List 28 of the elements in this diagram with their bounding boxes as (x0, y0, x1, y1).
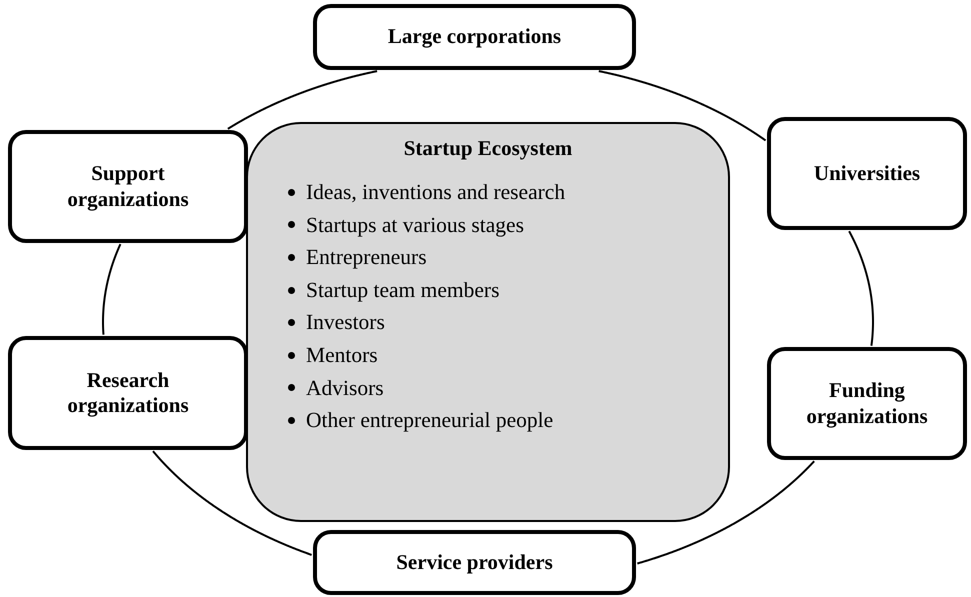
bullet-item: Entrepreneurs (306, 244, 427, 272)
connector-arc (848, 230, 874, 346)
connector-arc (227, 70, 378, 130)
actor-box (767, 347, 967, 460)
connector-arc (598, 70, 766, 142)
box-label: Funding organizations (805, 378, 929, 429)
connector-arc (152, 450, 312, 556)
actor-box (313, 4, 636, 70)
bullet-item: Mentors (306, 342, 378, 369)
actor-box (8, 130, 248, 243)
connector-arc (102, 243, 122, 336)
box-label: Service providers (396, 550, 553, 576)
actor-box (313, 530, 636, 595)
box-label: Universities (814, 160, 920, 186)
ecosystem-panel (246, 122, 730, 522)
panel-heading: Startup Ecosystem (402, 136, 574, 161)
actor-box (8, 336, 248, 450)
box-label: Research organizations (66, 368, 190, 418)
box-label: Support organizations (66, 161, 190, 212)
bullet-item: Investors (306, 309, 385, 336)
bullet-item: Advisors (306, 374, 384, 402)
box-label: Large corporations (388, 24, 562, 50)
bullet-item: Ideas, inventions and research (306, 179, 566, 206)
connector-arc (637, 460, 815, 564)
bullet-item: Startup team members (306, 276, 500, 304)
bullet-item: Startups at various stages (306, 212, 524, 239)
actor-box (767, 117, 967, 230)
bullet-item: Other entrepreneurial people (306, 407, 554, 434)
